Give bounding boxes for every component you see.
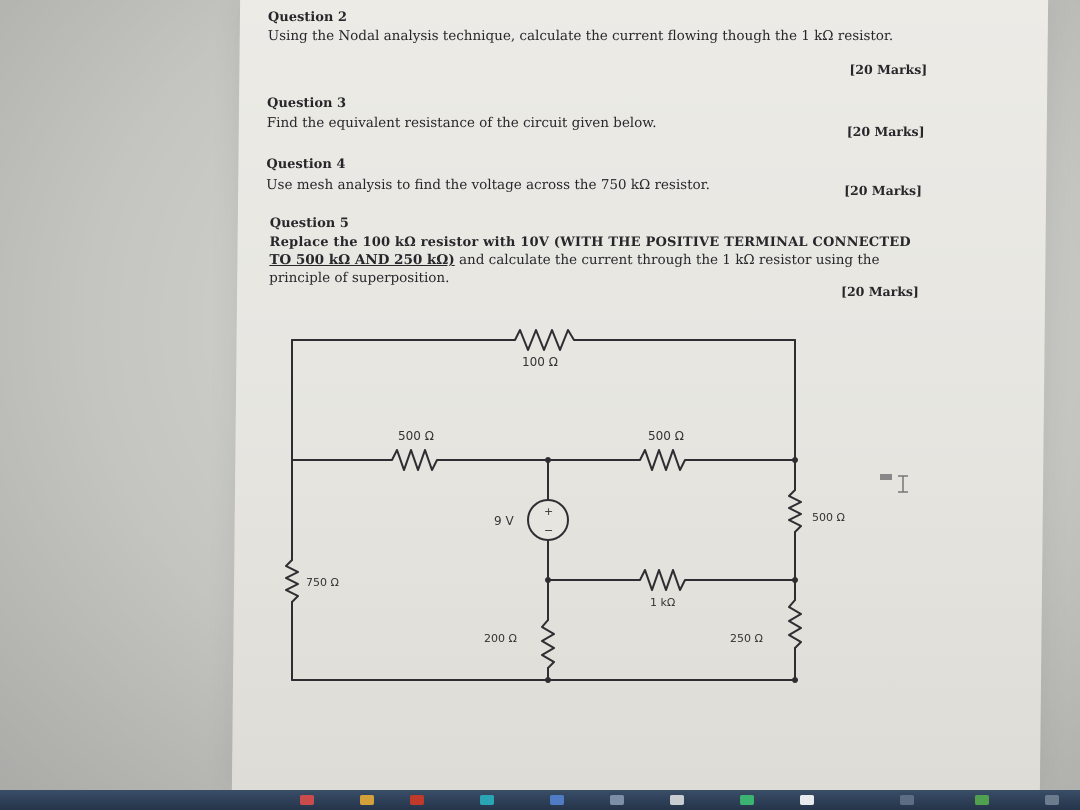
resistor-right-500: [788, 489, 802, 533]
label-1k: 1 kΩ: [650, 596, 675, 609]
node-dot: [792, 577, 798, 583]
taskbar-app-icon[interactable]: [410, 795, 424, 805]
text-cursor-icon: [880, 474, 908, 493]
resistor-200: [541, 619, 555, 669]
wire-top: [291, 329, 796, 351]
node-dot: [792, 457, 798, 463]
voltage-source-9v: [527, 499, 569, 541]
taskbar-app-icon[interactable]: [800, 795, 814, 805]
label-200: 200 Ω: [484, 632, 517, 645]
resistor-750: [285, 559, 299, 603]
taskbar-app-icon[interactable]: [360, 795, 374, 805]
source-plus-sign: +: [544, 505, 553, 518]
resistor-250: [788, 599, 802, 649]
taskbar-app-icon[interactable]: [670, 795, 684, 805]
taskbar-app-icon[interactable]: [1045, 795, 1059, 805]
taskbar-app-icon[interactable]: [480, 795, 494, 805]
label-9v: 9 V: [494, 514, 514, 528]
source-minus-sign: −: [544, 524, 553, 537]
taskbar-app-icon[interactable]: [550, 795, 564, 805]
node-dot: [545, 457, 551, 463]
taskbar-app-icon[interactable]: [900, 795, 914, 805]
node-dot: [792, 677, 798, 683]
taskbar-app-icon[interactable]: [610, 795, 624, 805]
taskbar-app-icon[interactable]: [740, 795, 754, 805]
taskbar-app-icon[interactable]: [975, 795, 989, 805]
wire-middle-left: [291, 449, 549, 471]
label-500-vertical: 500 Ω: [812, 511, 845, 524]
label-100: 100 Ω: [522, 355, 558, 369]
label-750: 750 Ω: [306, 576, 339, 589]
label-500-right: 500 Ω: [648, 429, 684, 443]
label-250: 250 Ω: [730, 632, 763, 645]
label-500-left: 500 Ω: [398, 429, 434, 443]
wire-middle-right: [547, 449, 796, 471]
node-dot: [545, 577, 551, 583]
resistor-1k: [547, 569, 796, 591]
taskbar-app-icon[interactable]: [300, 795, 314, 805]
taskbar: [0, 790, 1080, 810]
node-dot: [545, 677, 551, 683]
